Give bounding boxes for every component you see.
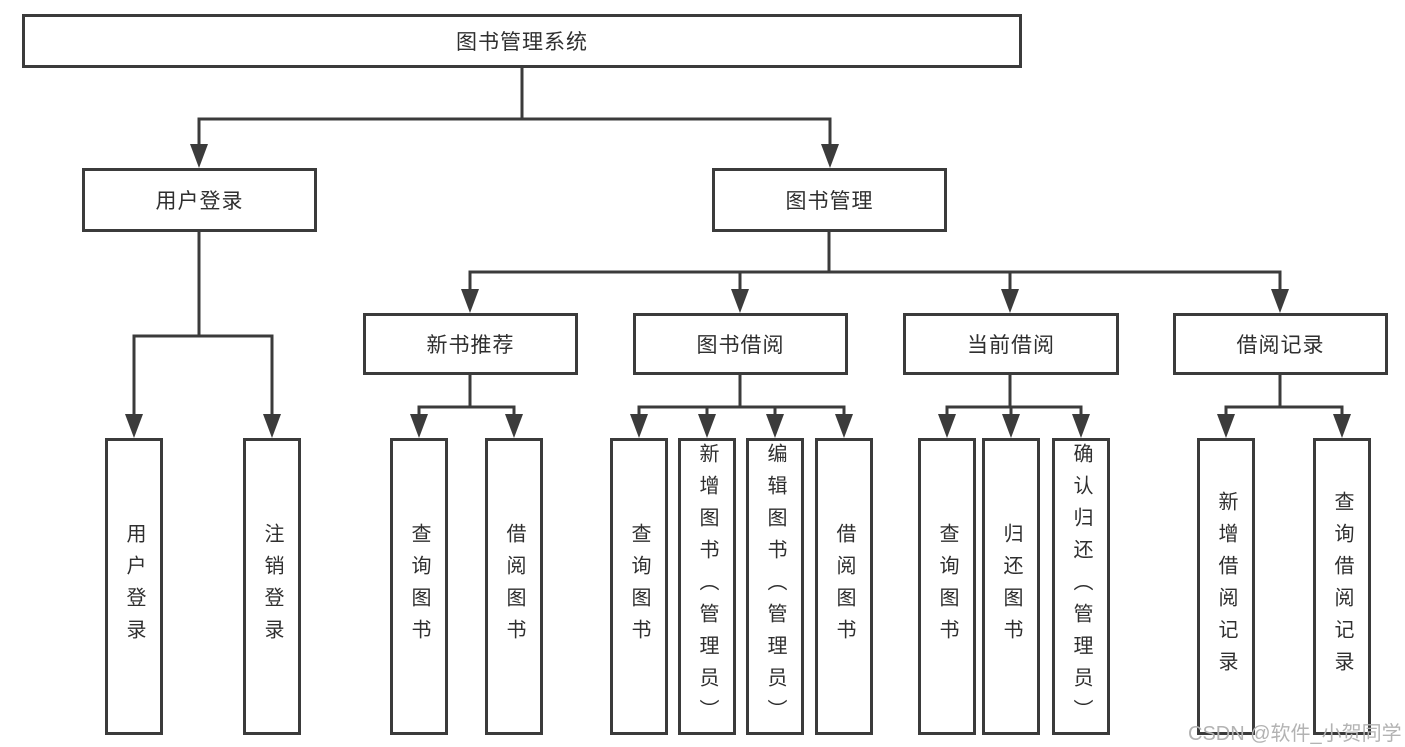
leaf-query-books-2-label: 查询图书 xyxy=(628,522,650,651)
leaf-query-borrow-record-label: 查询借阅记录 xyxy=(1331,490,1353,683)
node-new-book-recommend-label: 新书推荐 xyxy=(426,334,515,357)
arrow-down-icon xyxy=(766,414,784,438)
arrow-down-icon xyxy=(1271,289,1289,313)
arrow-down-icon xyxy=(1002,414,1020,438)
leaf-user-login-label: 用户登录 xyxy=(123,522,145,651)
leaf-query-books-3-label: 查询图书 xyxy=(936,522,958,651)
leaf-query-books-2: 查询图书 xyxy=(610,438,668,735)
node-new-book-recommend: 新书推荐 xyxy=(363,313,578,375)
arrow-down-icon xyxy=(263,414,281,438)
node-user-login-label: 用户登录 xyxy=(155,190,244,213)
node-root-label: 图书管理系统 xyxy=(456,31,588,54)
leaf-borrow-books-1-label: 借阅图书 xyxy=(503,522,525,651)
leaf-return-books-label: 归还图书 xyxy=(1000,522,1022,651)
leaf-return-books: 归还图书 xyxy=(982,438,1040,735)
node-book-management-label: 图书管理 xyxy=(785,190,874,213)
leaf-confirm-return-admin: 确认归还（管理员） xyxy=(1052,438,1110,735)
leaf-borrow-books-2: 借阅图书 xyxy=(815,438,873,735)
arrow-down-icon xyxy=(938,414,956,438)
node-current-borrow: 当前借阅 xyxy=(903,313,1119,375)
leaf-query-books-1: 查询图书 xyxy=(390,438,448,735)
leaf-logout-label: 注销登录 xyxy=(261,522,283,651)
arrow-down-icon xyxy=(1217,414,1235,438)
arrow-down-icon xyxy=(410,414,428,438)
arrow-down-icon xyxy=(461,289,479,313)
leaf-edit-book-admin-label: 编辑图书（管理员） xyxy=(764,442,786,731)
leaf-add-borrow-record: 新增借阅记录 xyxy=(1197,438,1255,735)
leaf-add-borrow-record-label: 新增借阅记录 xyxy=(1215,490,1237,683)
node-user-login: 用户登录 xyxy=(82,168,317,232)
arrow-down-icon xyxy=(731,289,749,313)
leaf-user-login: 用户登录 xyxy=(105,438,163,735)
arrow-down-icon xyxy=(630,414,648,438)
arrow-down-icon xyxy=(190,144,208,168)
leaf-edit-book-admin: 编辑图书（管理员） xyxy=(746,438,804,735)
leaf-add-book-admin: 新增图书（管理员） xyxy=(678,438,736,735)
node-borrow-records-label: 借阅记录 xyxy=(1236,334,1325,357)
csdn-watermark: CSDN @软件_小贺同学 xyxy=(1188,723,1402,745)
arrow-down-icon xyxy=(1001,289,1019,313)
arrow-down-icon xyxy=(835,414,853,438)
arrow-down-icon xyxy=(125,414,143,438)
leaf-confirm-return-admin-label: 确认归还（管理员） xyxy=(1070,442,1092,731)
tree-edges xyxy=(132,66,1344,420)
arrow-down-icon xyxy=(821,144,839,168)
leaf-logout: 注销登录 xyxy=(243,438,301,735)
leaf-query-books-3: 查询图书 xyxy=(918,438,976,735)
leaf-borrow-books-2-label: 借阅图书 xyxy=(833,522,855,651)
leaf-borrow-books-1: 借阅图书 xyxy=(485,438,543,735)
leaf-query-books-1-label: 查询图书 xyxy=(408,522,430,651)
leaf-add-book-admin-label: 新增图书（管理员） xyxy=(696,442,718,731)
node-book-borrow: 图书借阅 xyxy=(633,313,848,375)
node-root: 图书管理系统 xyxy=(22,14,1022,68)
node-book-borrow-label: 图书借阅 xyxy=(696,334,785,357)
leaf-query-borrow-record: 查询借阅记录 xyxy=(1313,438,1371,735)
node-book-management: 图书管理 xyxy=(712,168,947,232)
node-current-borrow-label: 当前借阅 xyxy=(967,334,1055,357)
arrow-down-icon xyxy=(1333,414,1351,438)
arrow-down-icon xyxy=(1072,414,1090,438)
arrow-down-icon xyxy=(505,414,523,438)
arrow-down-icon xyxy=(698,414,716,438)
node-borrow-records: 借阅记录 xyxy=(1173,313,1388,375)
